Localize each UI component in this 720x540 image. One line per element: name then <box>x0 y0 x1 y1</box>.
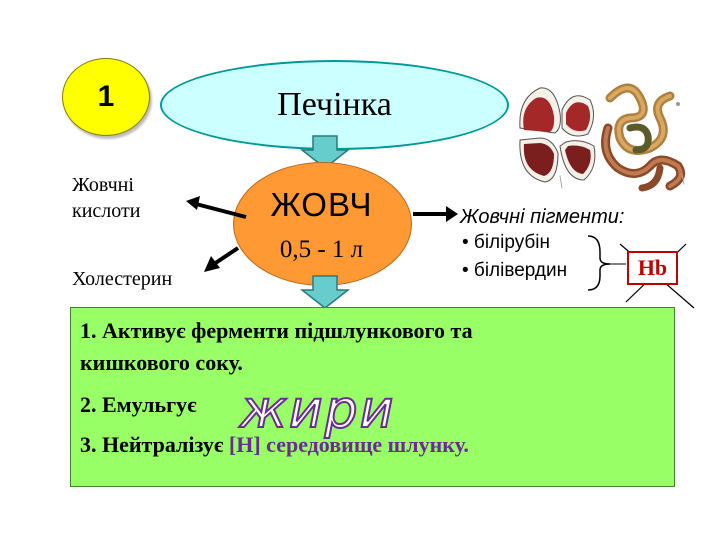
intestine-icon <box>559 83 686 192</box>
bile-acids-label: Жовчні кислоти <box>72 174 141 222</box>
step-number-badge: 1 <box>62 58 150 136</box>
function-3-line: 3. Нейтралізує [H] середовище шлунку. <box>80 432 469 458</box>
bile-ellipse <box>233 162 412 286</box>
function-3-prefix: 3. Нейтралізує <box>80 432 224 457</box>
bile-title: ЖОВЧ <box>270 186 373 223</box>
function-3-highlight: [H] середовище шлунку. <box>228 432 469 457</box>
hemoglobin-box: Hb <box>627 251 678 285</box>
arrow-to-cholesterol-icon <box>204 246 240 272</box>
organs-illustration <box>519 83 686 192</box>
arrow-to-bile-acids-icon <box>186 196 247 219</box>
pigments-title: Жовчні пігменти: <box>460 206 625 228</box>
left-arrows <box>186 196 247 272</box>
liver-label-ellipse: Печінка <box>160 60 509 150</box>
function-1-line-2: кишкового соку. <box>80 350 243 375</box>
bilirubin-item: • білірубін <box>462 232 551 253</box>
arrow-to-pigments-icon <box>413 206 458 222</box>
arrow-down-to-bile-icon <box>300 135 350 169</box>
function-1-line-1: 1. Активує ферменти підшлункового та <box>80 318 473 343</box>
liver-label: Печінка <box>277 86 392 123</box>
function-2-prefix: 2. Емульгує <box>80 392 197 417</box>
functions-box <box>70 307 675 487</box>
fats-word: жири <box>239 379 396 441</box>
cholesterol-label: Холестерин <box>72 268 173 290</box>
arrow-down-to-functions-icon <box>300 275 350 309</box>
biliverdin-item: • білівердин <box>462 260 568 281</box>
liver-organ-icon <box>519 87 596 183</box>
bile-volume: 0,5 - 1 л <box>279 236 364 263</box>
